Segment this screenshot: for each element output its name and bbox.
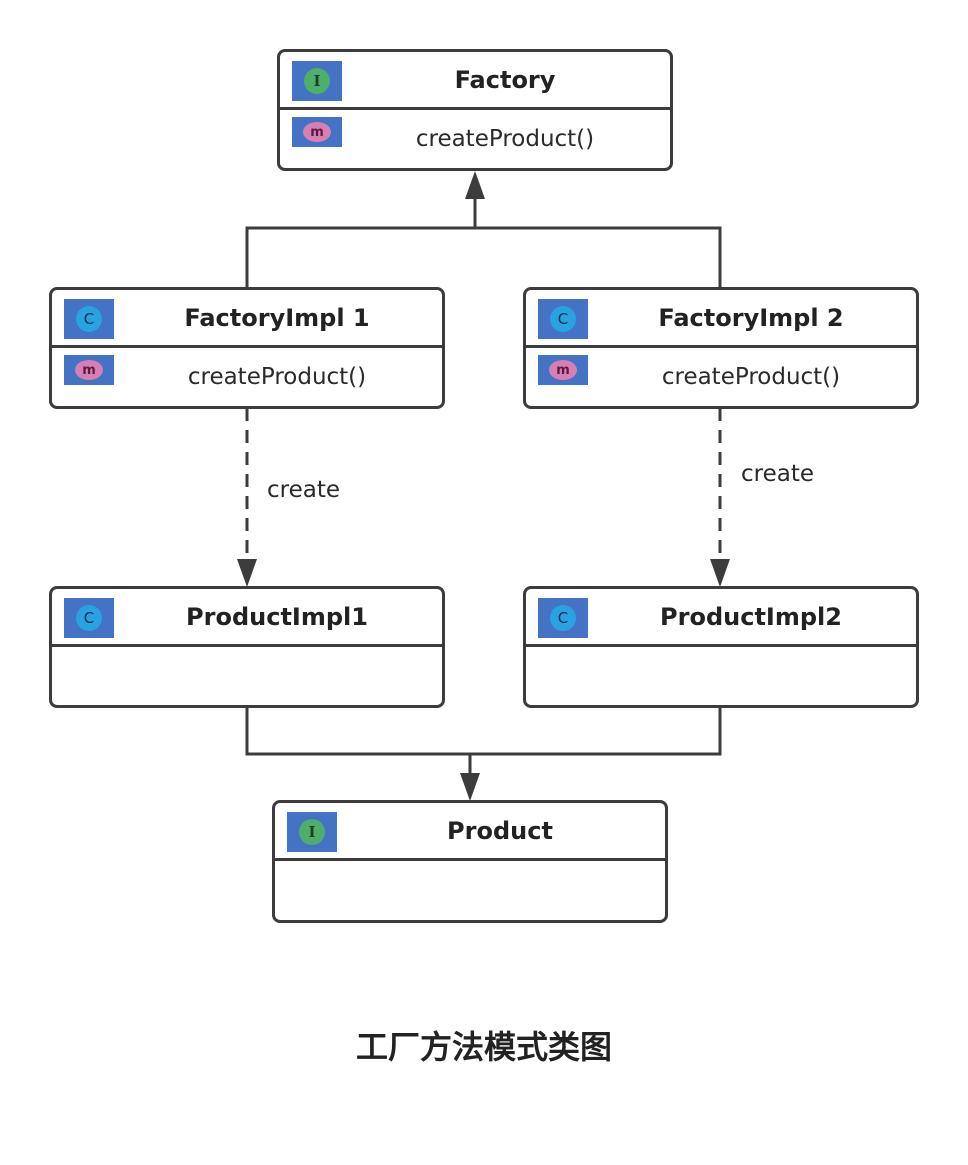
interface-icon-glyph: I [299,819,325,845]
interface-icon: I [287,812,337,852]
uml-header: C FactoryImpl 1 [52,290,442,348]
class-name: Product [447,816,553,845]
uml-header: I Factory [280,52,670,110]
class-name: ProductImpl2 [660,602,842,631]
arrowhead-product-impl-2 [710,559,730,587]
interface-icon-glyph: I [304,68,330,94]
diagram-caption: 工厂方法模式类图 [355,1028,612,1066]
method-icon-glyph: m [549,360,577,380]
realization-line-product-impl-1 [245,707,470,756]
method-icon: m [64,355,114,385]
arrowhead-product-impl-1 [237,559,257,587]
uml-header: C ProductImpl1 [52,589,442,647]
uml-header: C ProductImpl2 [526,589,916,647]
class-name: FactoryImpl 1 [184,303,370,332]
class-name: Factory [454,65,556,94]
method-icon: m [292,117,342,147]
uml-methods-empty [52,647,442,704]
uml-interface-product[interactable]: I Product [272,800,668,923]
uml-methods: m createProduct() [52,348,442,405]
uml-class-product-impl-1[interactable]: C ProductImpl1 [49,586,445,708]
uml-methods-empty [526,647,916,704]
arrowhead-product [460,773,480,801]
realization-line-factory-impl-1 [245,226,475,288]
uml-class-product-impl-2[interactable]: C ProductImpl2 [523,586,919,708]
uml-methods: m createProduct() [280,110,670,167]
realization-line-product-impl-2 [470,707,722,756]
method-icon-glyph: m [303,122,331,142]
class-name: ProductImpl1 [186,602,368,631]
method-name: createProduct() [415,125,595,152]
class-icon-glyph: C [550,306,576,332]
class-icon: C [538,598,588,638]
uml-header: I Product [275,803,665,861]
uml-class-factory-impl-1[interactable]: C FactoryImpl 1 m createProduct() [49,287,445,409]
class-icon: C [538,299,588,339]
create-label-right: create [741,461,815,487]
method-icon: m [538,355,588,385]
uml-header: C FactoryImpl 2 [526,290,916,348]
uml-methods: m createProduct() [526,348,916,405]
method-icon-glyph: m [75,360,103,380]
method-name: createProduct() [187,363,367,390]
arrowhead-factory [465,171,485,199]
class-name: FactoryImpl 2 [658,303,844,332]
class-icon: C [64,598,114,638]
class-icon-glyph: C [550,605,576,631]
uml-class-factory-impl-2[interactable]: C FactoryImpl 2 m createProduct() [523,287,919,409]
uml-interface-factory[interactable]: I Factory m createProduct() [277,49,673,171]
create-label-left: create [267,477,341,503]
uml-methods-empty [275,861,665,918]
class-icon-glyph: C [76,306,102,332]
class-icon-glyph: C [76,605,102,631]
class-icon: C [64,299,114,339]
method-name: createProduct() [661,363,841,390]
realization-line-factory-impl-2 [475,226,722,288]
interface-icon: I [292,61,342,101]
